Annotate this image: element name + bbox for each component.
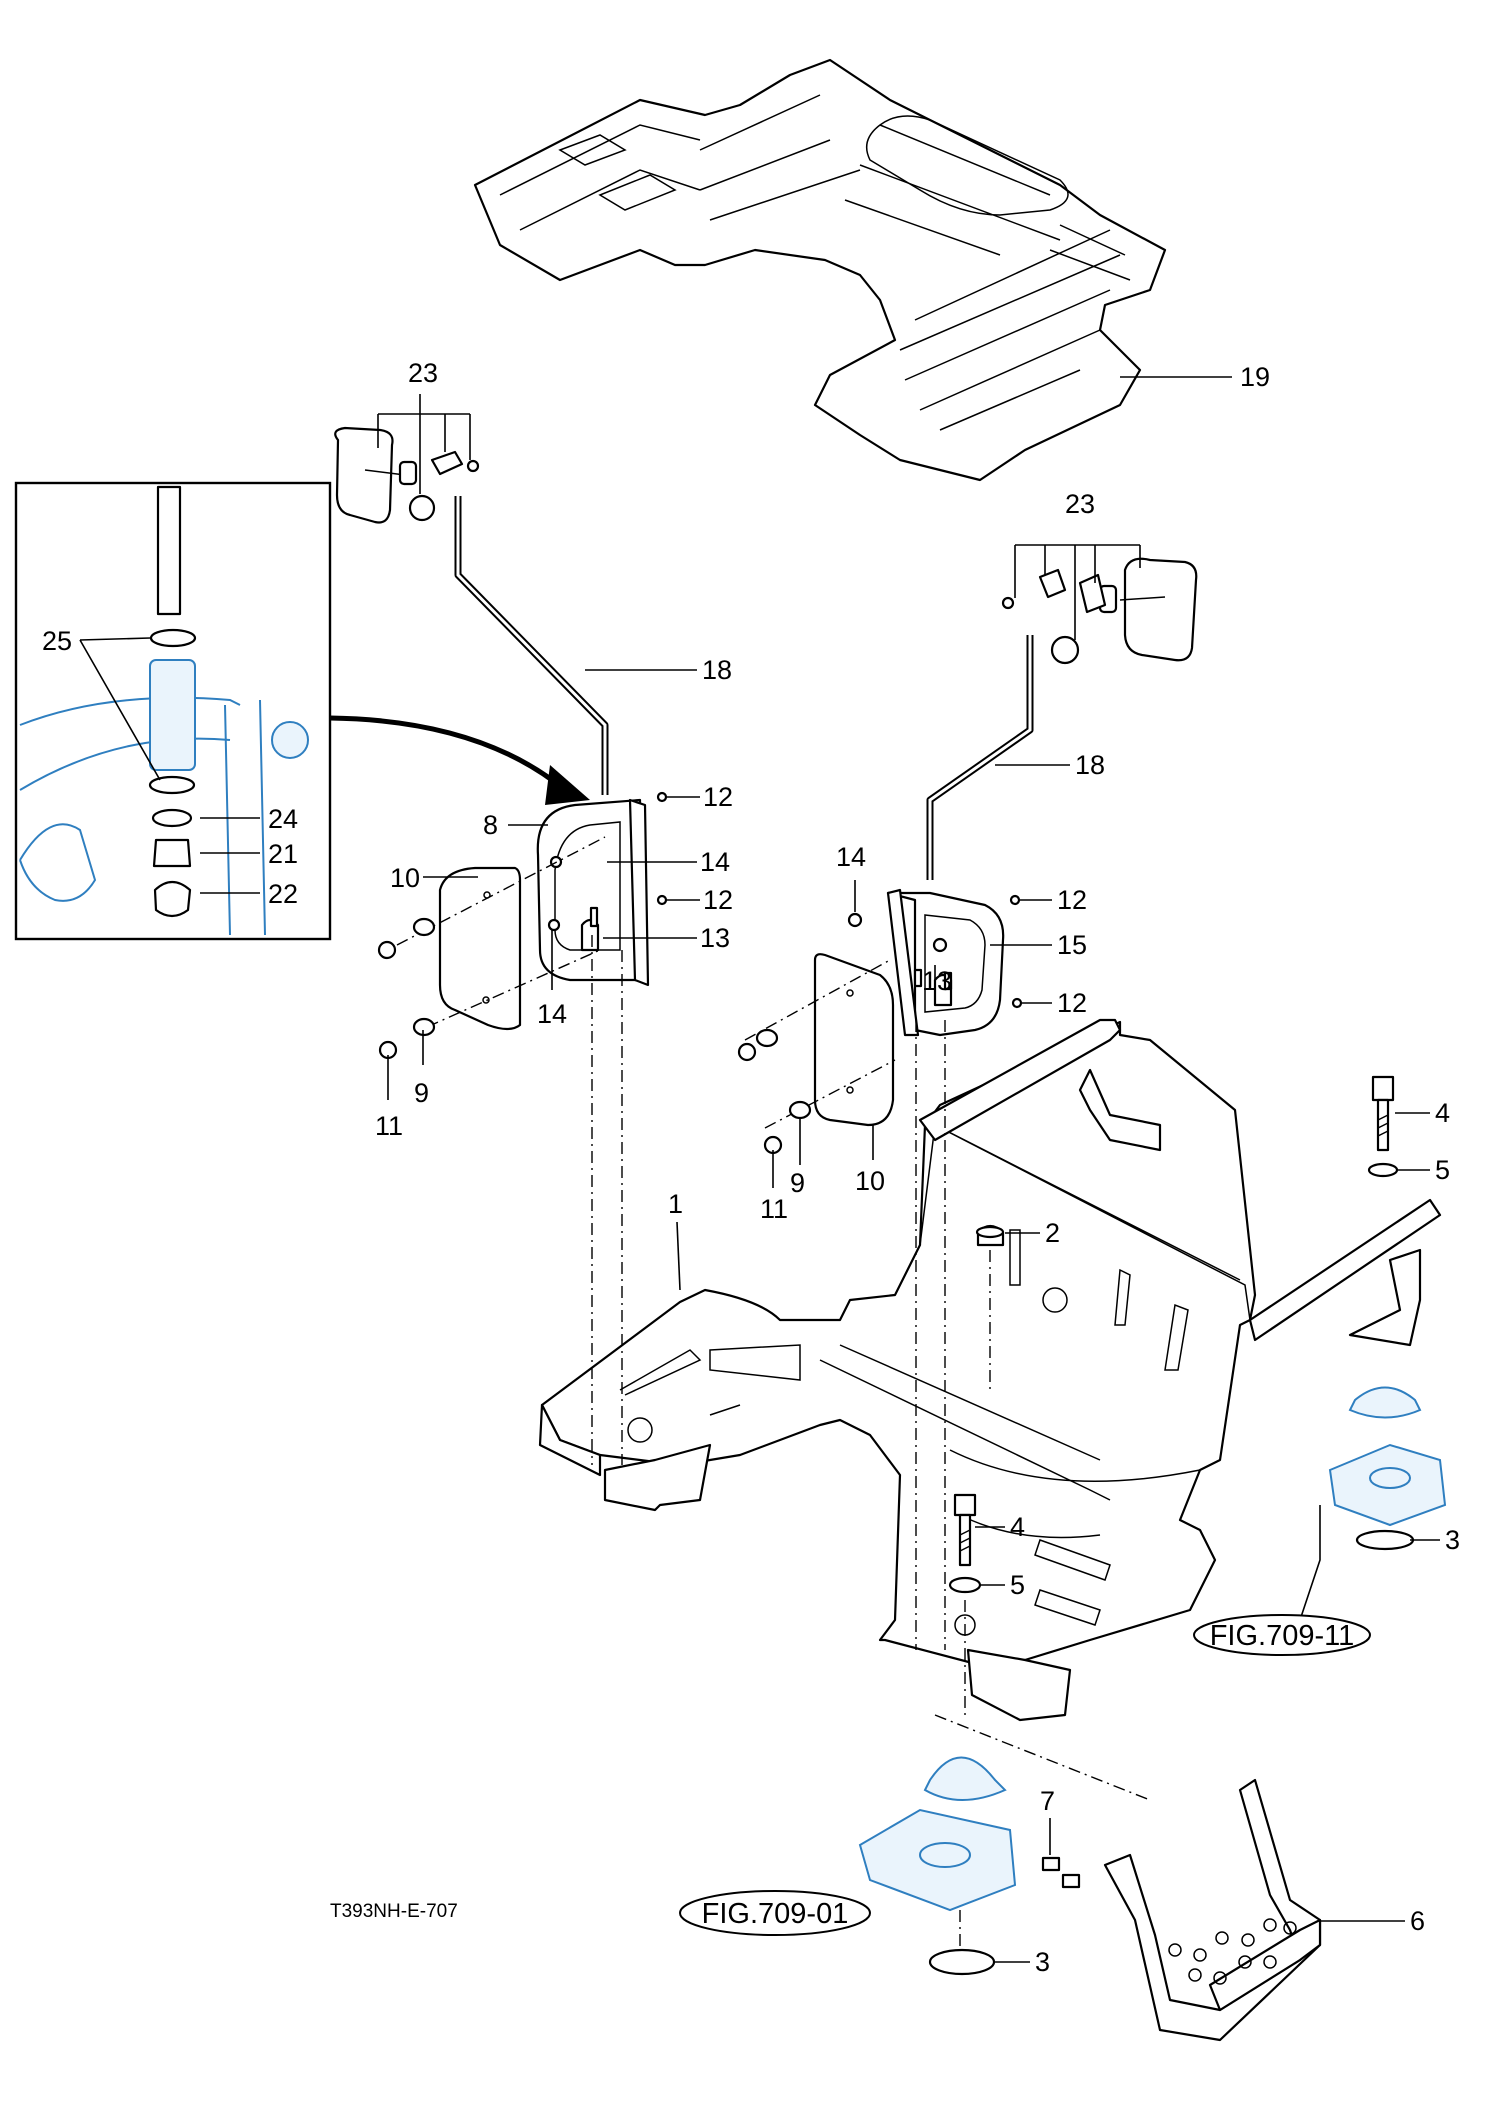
bracket-right — [847, 888, 1005, 1037]
floor-frame — [538, 1018, 1442, 1722]
part-label-2: 2 — [1045, 1218, 1060, 1248]
mirror-stay-right — [926, 635, 1034, 880]
part-label-15: 15 — [1057, 930, 1087, 960]
part-label-12c: 12 — [1057, 885, 1087, 915]
part-label-9b: 9 — [790, 1168, 805, 1198]
part-label-12b: 12 — [703, 885, 733, 915]
callout-23-left: 23 — [377, 358, 471, 494]
mirror-right — [1001, 557, 1198, 665]
fig-ref-b-text: FIG.709-01 — [702, 1898, 849, 1930]
small-parts-right — [737, 894, 1023, 1155]
part-label-23b: 23 — [1065, 489, 1095, 519]
callouts-right-bracket — [772, 880, 1052, 1188]
part-label-18b: 18 — [1075, 750, 1105, 780]
mount-bottom — [858, 1714, 1151, 1976]
mirror-stay-left — [454, 496, 609, 795]
callout-23-right: 23 — [1014, 489, 1141, 640]
part-label-25: 25 — [42, 626, 72, 656]
floor-mat — [473, 58, 1167, 482]
part-label-5a: 5 — [1435, 1155, 1450, 1185]
part-label-13b: 13 — [922, 966, 952, 996]
part-label-8: 8 — [483, 810, 498, 840]
cover-right — [813, 953, 895, 1127]
fig-ref-a: FIG.709-11 — [1193, 1614, 1371, 1656]
mirror-left — [334, 426, 480, 524]
callout-19: 19 — [1120, 362, 1270, 392]
part-label-5b: 5 — [1010, 1570, 1025, 1600]
cover-left — [438, 866, 522, 1031]
fig-ref-b: FIG.709-01 — [679, 1890, 871, 1936]
part-label-12a: 12 — [703, 782, 733, 812]
part-label-3a: 3 — [1445, 1525, 1460, 1555]
part-label-10b: 10 — [855, 1166, 885, 1196]
callout-1: 1 — [668, 1189, 683, 1291]
part-label-4b: 4 — [1010, 1512, 1025, 1542]
part-label-10a: 10 — [390, 863, 420, 893]
part-label-14c: 14 — [836, 842, 866, 872]
small-parts-left — [377, 791, 668, 1060]
part-label-14a: 14 — [700, 847, 730, 877]
drawing-code: T393NH-E-707 — [330, 1901, 458, 1922]
part-label-19: 19 — [1240, 362, 1270, 392]
part-label-12d: 12 — [1057, 988, 1087, 1018]
part-label-1: 1 — [668, 1189, 683, 1219]
part-label-9a: 9 — [414, 1078, 429, 1108]
bracket-left — [536, 798, 650, 987]
part-label-13a: 13 — [700, 923, 730, 953]
part-label-23a: 23 — [408, 358, 438, 388]
part-label-3b: 3 — [1035, 1947, 1050, 1977]
bolt-center — [948, 1493, 1005, 1594]
part-label-14b: 14 — [537, 999, 567, 1029]
part-label-18a: 18 — [702, 655, 732, 685]
part-label-7: 7 — [1040, 1786, 1055, 1816]
inset-detail — [14, 481, 590, 941]
bolt-right — [1367, 1075, 1430, 1178]
part-label-11a: 11 — [375, 1111, 403, 1141]
part-label-21: 21 — [268, 839, 298, 869]
part-label-6: 6 — [1410, 1906, 1425, 1936]
alignment-lines — [591, 935, 991, 1950]
part-label-4a: 4 — [1435, 1098, 1450, 1128]
fig-ref-a-text: FIG.709-11 — [1210, 1620, 1355, 1652]
part-label-24: 24 — [268, 804, 298, 834]
part-label-22: 22 — [268, 879, 298, 909]
callout-18-right: 18 — [995, 750, 1105, 780]
step — [1041, 1778, 1405, 2042]
callout-18-left: 18 — [585, 655, 732, 685]
rubber-cap: 2 — [975, 1218, 1060, 1248]
mount-right — [1299, 1386, 1447, 1621]
callouts-left-bracket — [387, 796, 700, 1100]
part-label-11b: 11 — [760, 1194, 788, 1224]
